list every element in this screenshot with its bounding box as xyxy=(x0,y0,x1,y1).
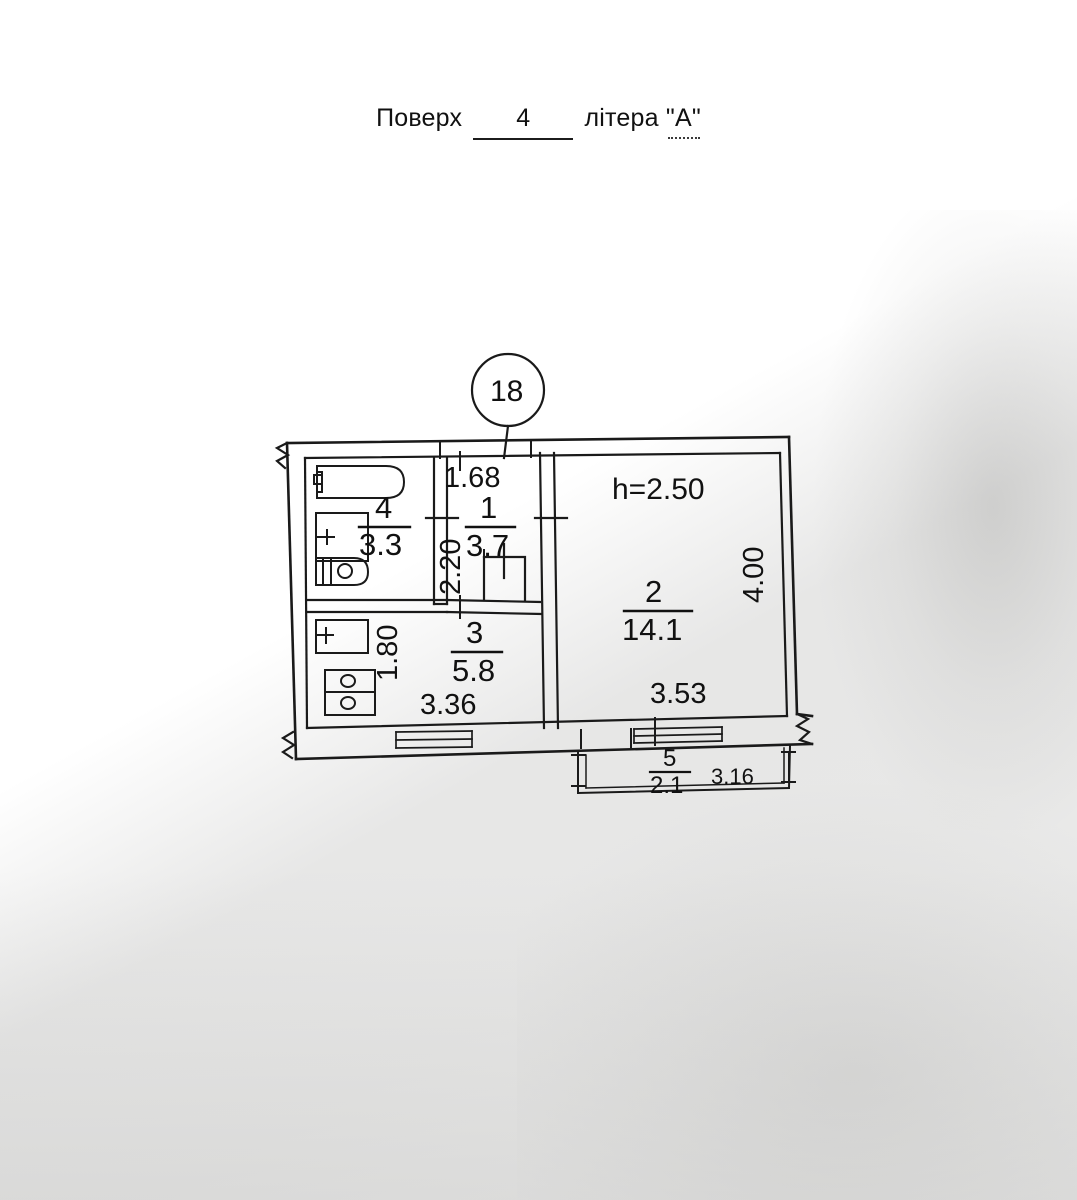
letter-value-field: "А" xyxy=(665,104,701,139)
letter-value: "А" xyxy=(665,104,701,132)
floor-header: Поверх 4 літера "А" xyxy=(0,104,1077,140)
letter-value-dotted-underline xyxy=(667,137,700,139)
floor-value: 4 xyxy=(516,104,531,132)
floor-value-underline xyxy=(473,138,574,140)
letter-label: літера xyxy=(584,104,659,132)
floor-value-field: 4 xyxy=(469,104,577,140)
floor-label: Поверх xyxy=(376,104,463,132)
